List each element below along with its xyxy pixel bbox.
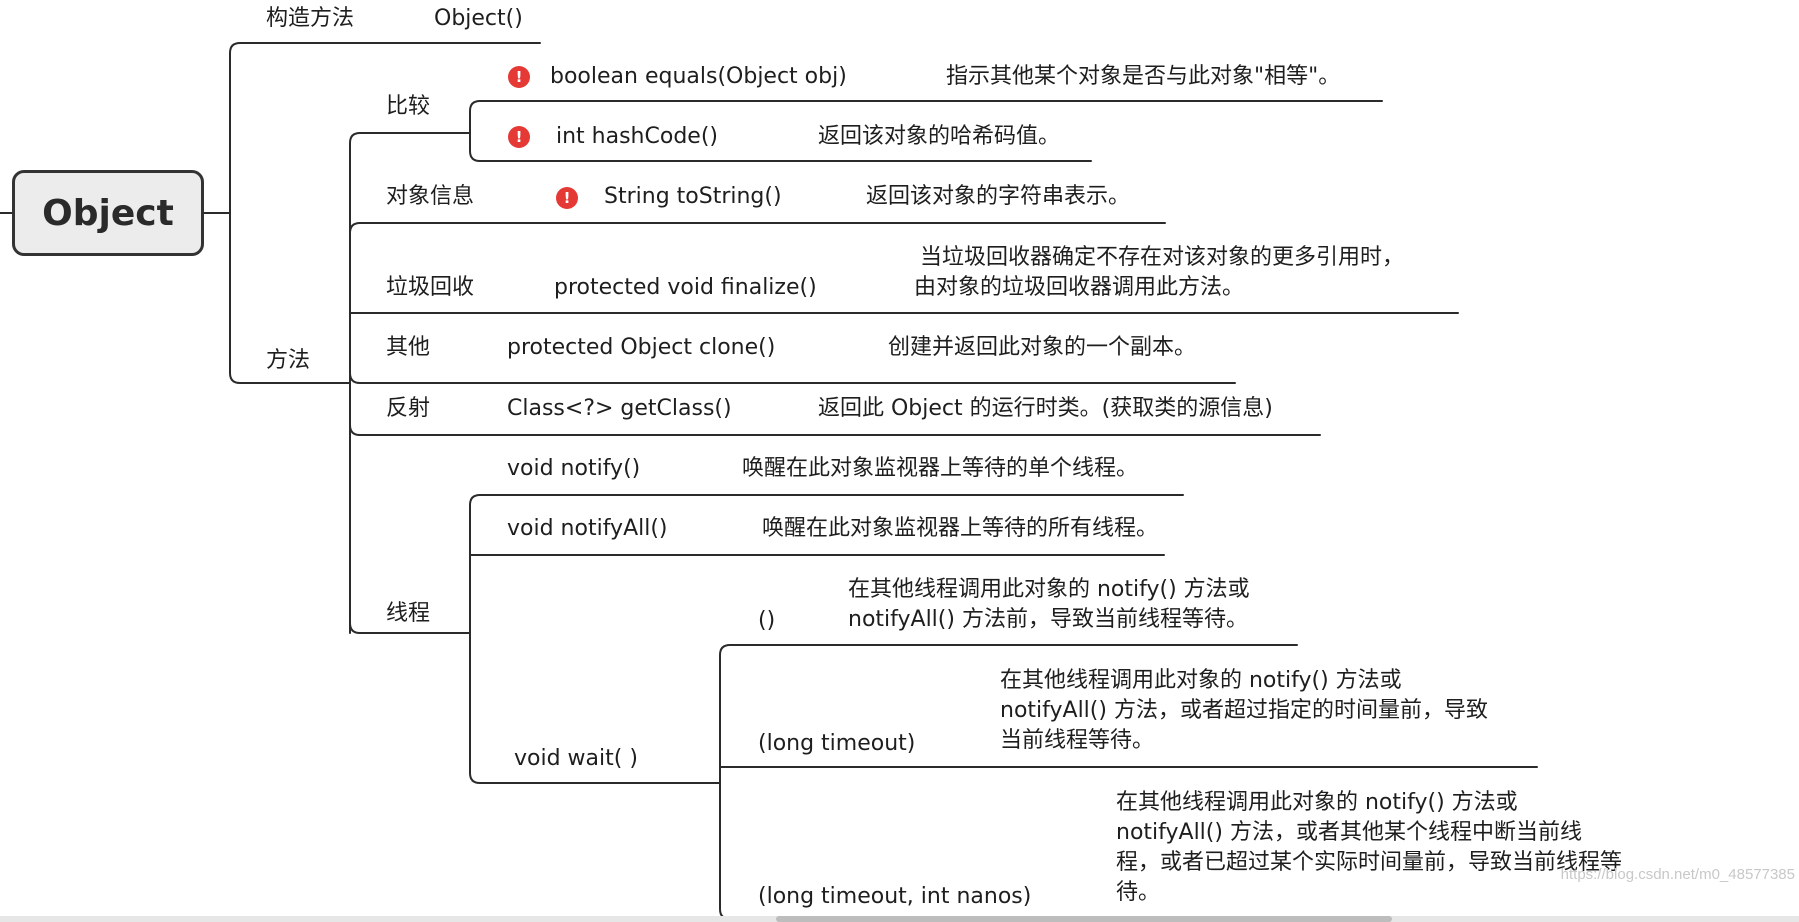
- root-node-object: Object: [12, 170, 204, 256]
- wait-signature: void wait( ): [514, 746, 638, 771]
- description-line: 程，或者已超过某个实际时间量前，导致当前线程等: [1116, 850, 1623, 875]
- hashcode-description: 返回该对象的哈希码值。: [818, 124, 1061, 149]
- clone-signature: protected Object clone(): [507, 335, 776, 360]
- warning-icon: !: [508, 66, 530, 88]
- description-line: notifyAll() 方法前，导致当前线程等待。: [848, 607, 1248, 632]
- clone-description: 创建并返回此对象的一个副本。: [888, 335, 1197, 360]
- finalize-signature: protected void finalize(): [554, 275, 817, 300]
- getclass-description: 返回此 Object 的运行时类。(获取类的源信息): [818, 396, 1273, 421]
- hashcode-signature: int hashCode(): [556, 124, 718, 149]
- notifyall-signature: void notifyAll(): [507, 516, 668, 541]
- wait-timeout-params: (long timeout): [758, 731, 916, 756]
- description-line: notifyAll() 方法，或者超过指定的时间量前，导致: [1000, 698, 1488, 723]
- description-line: notifyAll() 方法，或者其他某个线程中断当前线: [1116, 820, 1582, 845]
- constructor-category: 构造方法: [266, 6, 355, 31]
- equals-signature: boolean equals(Object obj): [550, 64, 847, 89]
- notify-signature: void notify(): [507, 456, 641, 481]
- notifyall-description: 唤醒在此对象监视器上等待的所有线程。: [762, 516, 1159, 541]
- tostring-description: 返回该对象的字符串表示。: [866, 184, 1131, 209]
- finalize-description: 当垃圾回收器确定不存在对该对象的更多引用时，: [920, 245, 1405, 270]
- reflection-category: 反射: [386, 396, 431, 421]
- compare-category: 比较: [386, 94, 431, 119]
- description-line: 待。: [1116, 880, 1161, 905]
- description-line: 在其他线程调用此对象的 notify() 方法或: [1000, 668, 1402, 693]
- wait-no-args-description: 在其他线程调用此对象的 notify() 方法或 notifyAll() 方法前…: [848, 575, 1250, 635]
- warning-icon: !: [556, 187, 578, 209]
- methods-category: 方法: [266, 348, 311, 373]
- wait-timeout-nanos-params: (long timeout, int nanos): [758, 884, 1032, 909]
- getclass-signature: Class<?> getClass(): [507, 396, 732, 421]
- description-line: 在其他线程调用此对象的 notify() 方法或: [848, 577, 1250, 602]
- thread-category: 线程: [386, 601, 431, 626]
- finalize-description: 由对象的垃圾回收器调用此方法。: [914, 275, 1245, 300]
- constructor-signature: Object(): [434, 6, 523, 31]
- wait-timeout-nanos-description: 在其他线程调用此对象的 notify() 方法或 notifyAll() 方法，…: [1116, 788, 1622, 908]
- description-line: 当前线程等待。: [1000, 728, 1155, 753]
- notify-description: 唤醒在此对象监视器上等待的单个线程。: [742, 456, 1139, 481]
- watermark: https://blog.csdn.net/m0_48577385: [1560, 866, 1795, 883]
- description-line: 在其他线程调用此对象的 notify() 方法或: [1116, 790, 1518, 815]
- equals-description: 指示其他某个对象是否与此对象"相等"。: [946, 64, 1341, 89]
- gc-category: 垃圾回收: [386, 275, 475, 300]
- object-info-category: 对象信息: [386, 184, 475, 209]
- other-category: 其他: [386, 335, 431, 360]
- warning-icon: !: [508, 126, 530, 148]
- wait-no-args-params: (): [758, 608, 776, 633]
- tostring-signature: String toString(): [604, 184, 782, 209]
- wait-timeout-description: 在其他线程调用此对象的 notify() 方法或 notifyAll() 方法，…: [1000, 666, 1488, 756]
- horizontal-scrollbar-thumb[interactable]: [776, 916, 1392, 922]
